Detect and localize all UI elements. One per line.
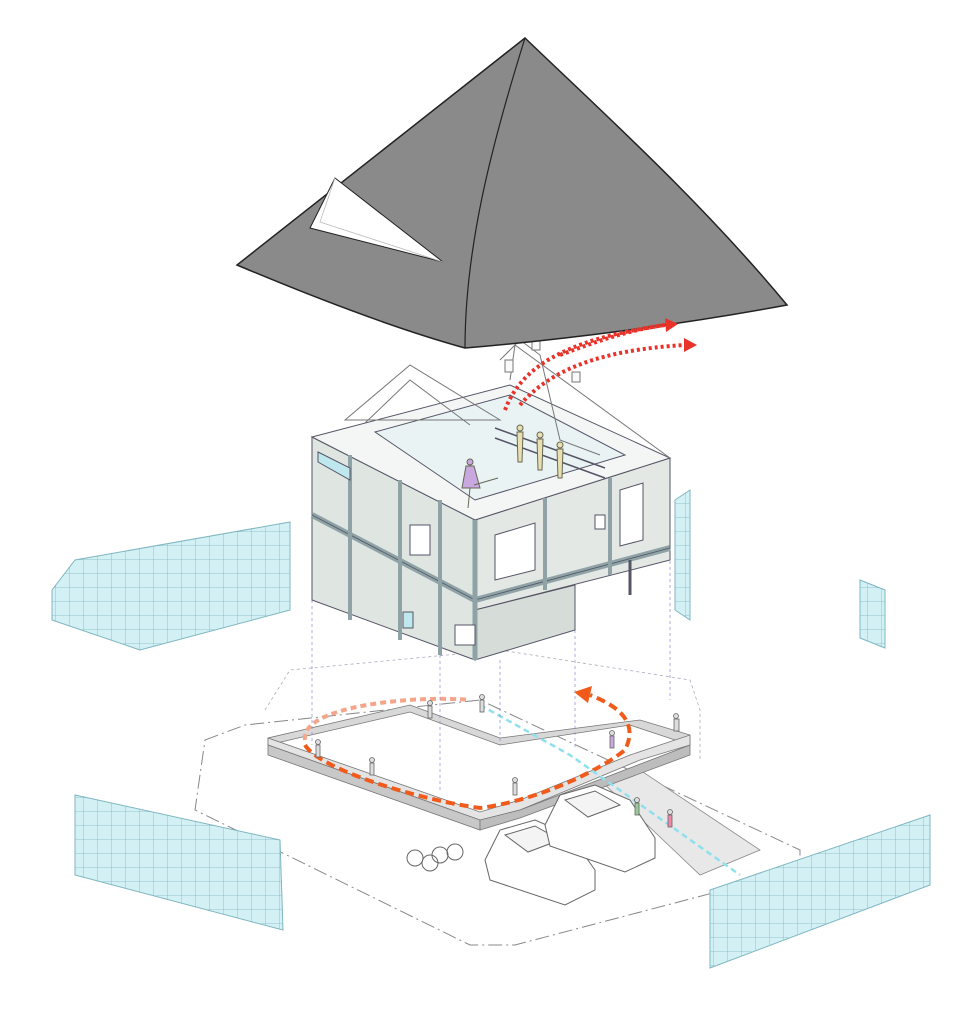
airflow-arrows (503, 323, 686, 411)
skylight (309, 177, 444, 263)
glass-facade-panel (51, 521, 291, 651)
glass-facade-panel (674, 489, 691, 621)
house-volume (310, 384, 672, 661)
people (315, 694, 680, 828)
glass-facade-panel (859, 579, 886, 649)
circulation-path (302, 696, 471, 741)
glass-facade-panel (74, 794, 284, 931)
arrowhead (684, 338, 697, 352)
car (544, 784, 656, 873)
circulation-arrowhead (574, 686, 592, 703)
door-opening (619, 482, 644, 547)
ground-outline (264, 649, 701, 760)
window (409, 524, 431, 556)
window (402, 611, 414, 629)
ballerina (461, 458, 499, 509)
dancers (516, 424, 564, 479)
window (494, 522, 536, 581)
roof (235, 37, 789, 349)
arrowhead (665, 318, 678, 332)
window (594, 514, 606, 530)
bicycles (406, 843, 464, 872)
pedestrian-path (479, 703, 741, 877)
projection-lines (311, 555, 671, 790)
window (454, 624, 476, 646)
clerestory-window (317, 451, 351, 481)
glass-facade-panel (709, 814, 931, 969)
ballet-barre (494, 427, 606, 479)
attic-gable (343, 339, 671, 459)
